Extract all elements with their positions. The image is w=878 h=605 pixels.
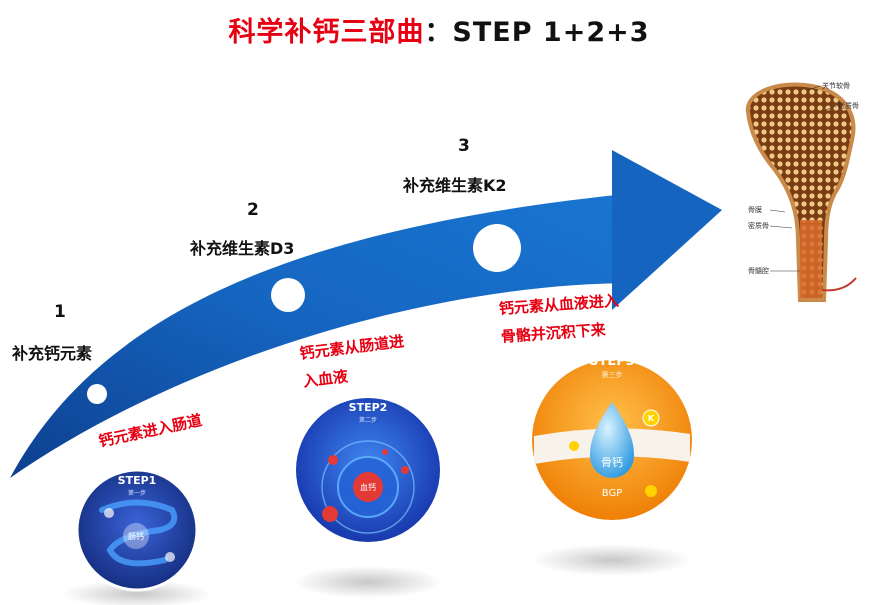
step2-dot: [271, 278, 305, 312]
step1-badge-sub: 第一步: [128, 489, 146, 497]
bone-label-marrow: 骨髓腔: [748, 266, 769, 275]
title-red-part: 科学补钙三部曲: [228, 17, 425, 48]
title-black-part: ：STEP 1+2+3: [424, 17, 650, 48]
progress-arrow-head: [612, 150, 722, 310]
step1-number: 1: [54, 302, 66, 322]
step3-shadow: [532, 544, 692, 576]
blood-cell-icon: [353, 472, 383, 502]
step2-badge-title: STEP2: [349, 401, 388, 414]
step3-badge-extra: BGP: [602, 488, 622, 499]
step1-label: 补充钙元素: [12, 344, 93, 363]
step2-shadow: [293, 566, 443, 598]
step2-number: 2: [247, 200, 259, 220]
step2-badge-sub: 第二步: [359, 416, 377, 424]
step3-number: 3: [458, 136, 470, 156]
bone-label-cartilage: 关节软骨: [822, 81, 850, 90]
step1-badge: STEP1 第一步 肠钙: [75, 468, 199, 592]
step1-badge-title: STEP1: [118, 474, 157, 487]
step2-badge: STEP2 第二步 血钙: [296, 398, 440, 542]
intestine-icon: [99, 499, 178, 567]
step3-label: 补充维生素K2: [403, 176, 507, 195]
step3-note: 钙元素从血液进入 骨骼并沉积下来: [498, 287, 622, 351]
step3-badge-k: K: [648, 414, 655, 423]
step3-badge-title: STEP3: [589, 354, 635, 369]
step1-shadow: [62, 580, 212, 605]
step1-dot: [87, 384, 107, 404]
bone-label-periosteum: 骨膜: [748, 205, 762, 214]
step2-label: 补充维生素D3: [190, 239, 295, 258]
step3-dot: [473, 224, 521, 272]
step1-badge-center: 肠钙: [128, 531, 144, 541]
step3-badge-center: 骨钙: [601, 455, 623, 469]
bone-label-compact: 密质骨: [748, 221, 769, 230]
bone-label-spongy: 松质骨: [838, 101, 859, 110]
step3-badge-sub: 第三步: [602, 370, 623, 379]
water-drop-icon: [590, 402, 634, 478]
step2-badge-center: 血钙: [360, 482, 376, 492]
step3-badge: K STEP3 第三步 骨钙 BGP: [532, 354, 692, 520]
page-title: 科学补钙三部曲：STEP 1+2+3: [0, 10, 878, 49]
bone-illustration: 关节软骨 松质骨 骨膜 密质骨 骨髓腔: [745, 81, 859, 302]
